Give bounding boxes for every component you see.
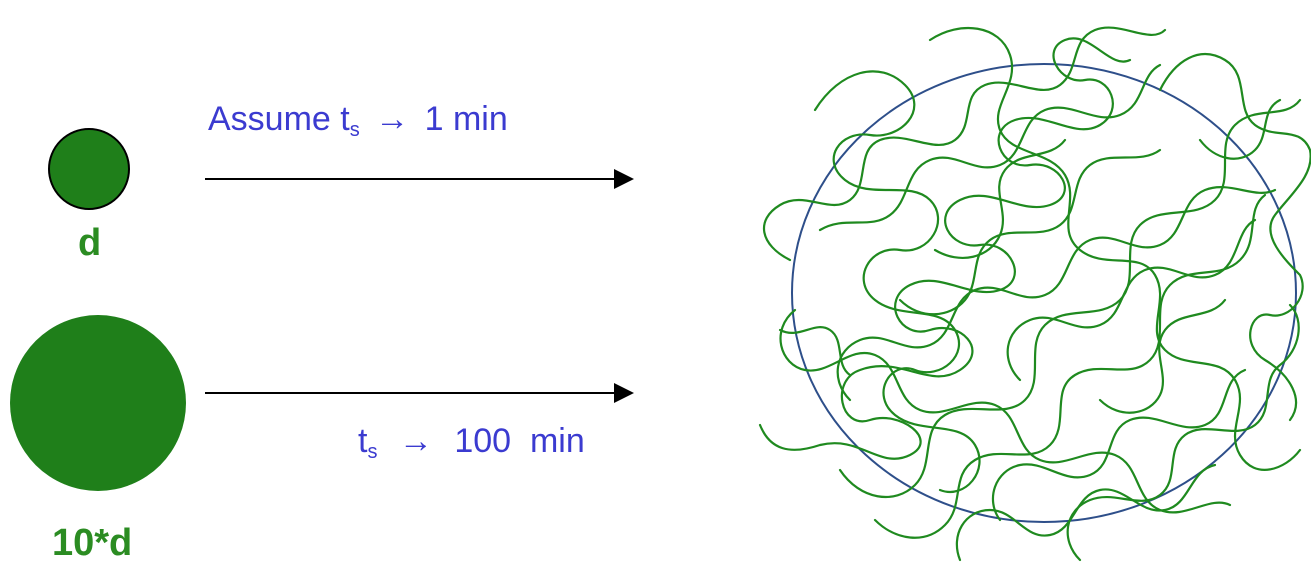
bottom-arrow-symbol: → [398, 422, 433, 460]
small-particle-label: d [78, 222, 102, 264]
large-particle-label: 10*d [52, 522, 133, 564]
bottom-arrow-label: ts → 100 min [358, 422, 585, 464]
top-arrow-value: 1 min [424, 100, 508, 138]
top-arrow-subscript: s [349, 119, 360, 141]
small-particle [48, 128, 130, 210]
bottom-arrow-subscript: s [367, 441, 378, 463]
top-arrow-prefix: Assume t [208, 100, 350, 138]
top-arrow-symbol: → [375, 100, 410, 138]
top-arrow-label: Assume ts → 1 min [208, 100, 508, 142]
bottom-arrow-value: 100 min [454, 422, 585, 460]
coil-boundary [791, 63, 1297, 523]
large-particle [10, 315, 186, 491]
bottom-arrow-prefix: t [358, 422, 368, 460]
tangled-polymer-strand [758, 26, 1311, 562]
